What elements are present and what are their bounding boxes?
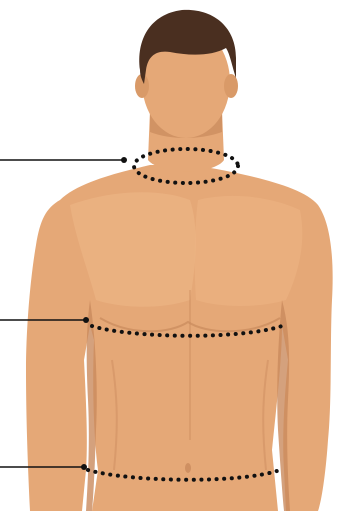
chest-leader-dot bbox=[83, 317, 89, 323]
waist-leader-dot bbox=[81, 464, 87, 470]
neck-leader-dot bbox=[121, 157, 127, 163]
navel bbox=[185, 463, 191, 473]
chest-highlight-right bbox=[195, 196, 303, 306]
